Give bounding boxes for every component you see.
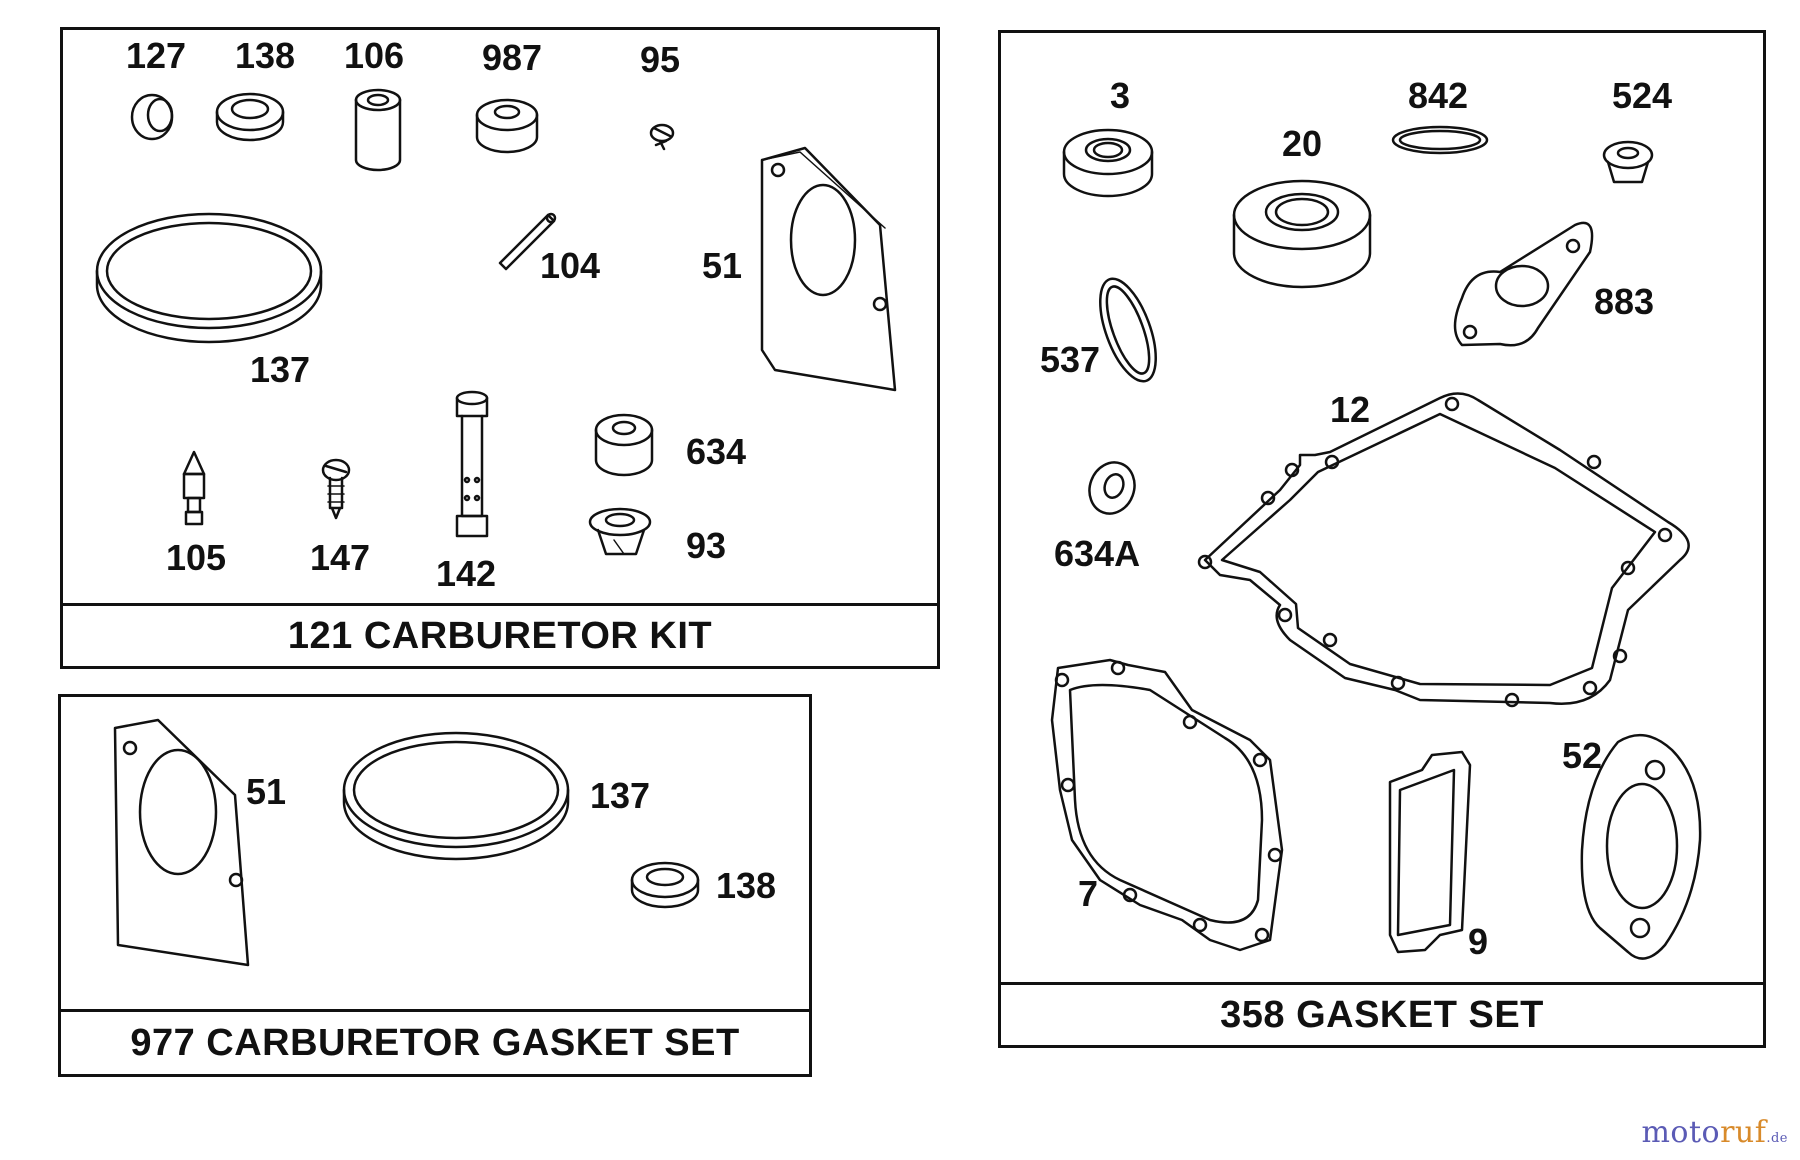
gasket-set-caption: 358 GASKET SET (1001, 982, 1763, 1045)
label-987: 987 (482, 37, 543, 78)
label-147: 147 (310, 537, 371, 578)
part-7-gasket (1050, 658, 1284, 952)
carburetor-kit-caption: 121 CARBURETOR KIT (63, 603, 937, 666)
part-93-grommet (588, 507, 652, 556)
part-137-oring-set (342, 731, 570, 861)
part-142-tube (455, 390, 489, 538)
label-93: 93 (686, 525, 727, 566)
part-127-washer (130, 93, 174, 141)
label-gasket-set-51: 51 (246, 771, 287, 812)
label-842: 842 (1408, 75, 1469, 116)
part-104-pin (498, 212, 557, 271)
label-138: 138 (235, 35, 296, 76)
carburetor-kit-panel: 121 CARBURETOR KIT (60, 27, 940, 669)
label-104: 104 (540, 245, 601, 286)
label-3: 3 (1110, 75, 1131, 116)
part-3-seal (1062, 128, 1154, 198)
part-51-gasket (760, 146, 897, 392)
part-524-grommet (1602, 140, 1654, 184)
label-634A: 634A (1054, 533, 1141, 574)
part-138-washer-set (630, 861, 700, 909)
part-987-bushing (475, 98, 539, 154)
label-12: 12 (1330, 389, 1371, 430)
label-gasket-set-138: 138 (716, 865, 777, 906)
part-634A-washer (1088, 461, 1136, 515)
label-883: 883 (1594, 281, 1655, 322)
label-537: 537 (1040, 339, 1101, 380)
label-105: 105 (166, 537, 227, 578)
label-9: 9 (1468, 921, 1489, 962)
part-147-screw (321, 458, 351, 520)
part-12-gasket (1197, 392, 1690, 708)
part-9-gasket (1388, 750, 1472, 954)
label-106: 106 (344, 35, 405, 76)
label-95: 95 (640, 39, 681, 80)
label-gasket-set-137: 137 (590, 775, 651, 816)
label-142: 142 (436, 553, 497, 594)
label-7: 7 (1078, 873, 1099, 914)
part-95-screw (649, 123, 675, 151)
part-106-sleeve (354, 88, 402, 172)
part-52-gasket (1580, 733, 1702, 960)
part-20-seal (1232, 179, 1372, 289)
part-137-oring (95, 212, 323, 344)
label-52: 52 (1562, 735, 1603, 776)
label-127: 127 (126, 35, 187, 76)
label-634: 634 (686, 431, 747, 472)
label-51: 51 (702, 245, 743, 286)
part-634-bushing (594, 413, 654, 477)
part-842-oring (1391, 125, 1489, 155)
label-137: 137 (250, 349, 311, 390)
label-20: 20 (1282, 123, 1323, 164)
carburetor-gasket-set-caption: 977 CARBURETOR GASKET SET (61, 1009, 809, 1074)
part-883-gasket (1453, 221, 1594, 347)
watermark-logo: motoruf.de (1641, 1115, 1788, 1150)
part-138-washer (215, 92, 285, 142)
label-524: 524 (1612, 75, 1673, 116)
gasket-set-panel: 358 GASKET SET (998, 30, 1766, 1048)
part-51-gasket-set (113, 718, 250, 967)
part-105-needle (182, 450, 206, 526)
carburetor-gasket-set-panel: 977 CARBURETOR GASKET SET (58, 694, 812, 1077)
part-537-oring (1099, 277, 1157, 383)
